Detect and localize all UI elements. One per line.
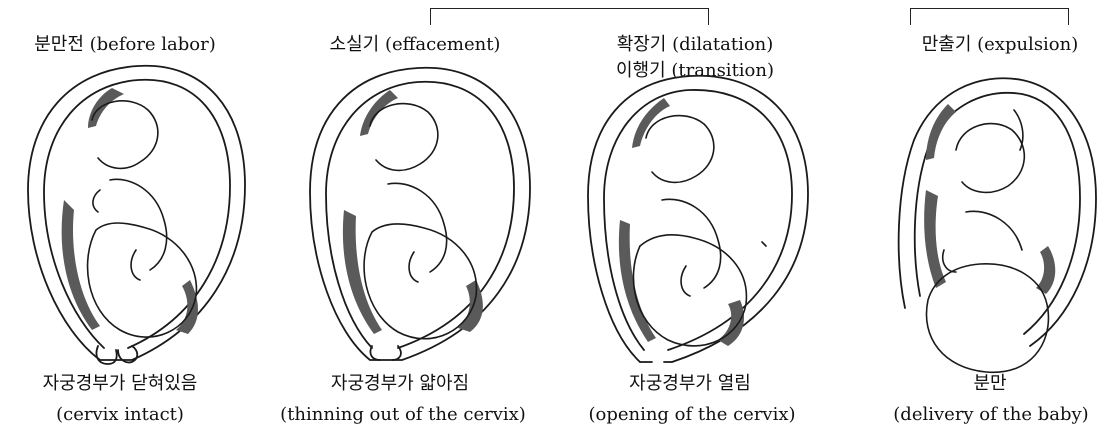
stage-2-caption-ko: 자궁경부가 얇아짐 [285,373,515,395]
stage-1-caption-ko: 자궁경부가 닫혀있음 [5,373,235,395]
stage-3-caption-en: (opening of the cervix) [562,404,822,426]
stage-4-shade [924,104,1055,294]
stage-4-fetus-limbs [943,110,1025,272]
stage-4-caption-ko: 분만 [885,373,1095,395]
stage-1-caption-en: (cervix intact) [5,404,235,426]
stage-4-caption-en: (delivery of the baby) [868,404,1114,426]
stage-3-caption-ko: 자궁경부가 열림 [575,373,805,395]
stage-2-caption-en: (thinning out of the cervix) [258,404,548,426]
